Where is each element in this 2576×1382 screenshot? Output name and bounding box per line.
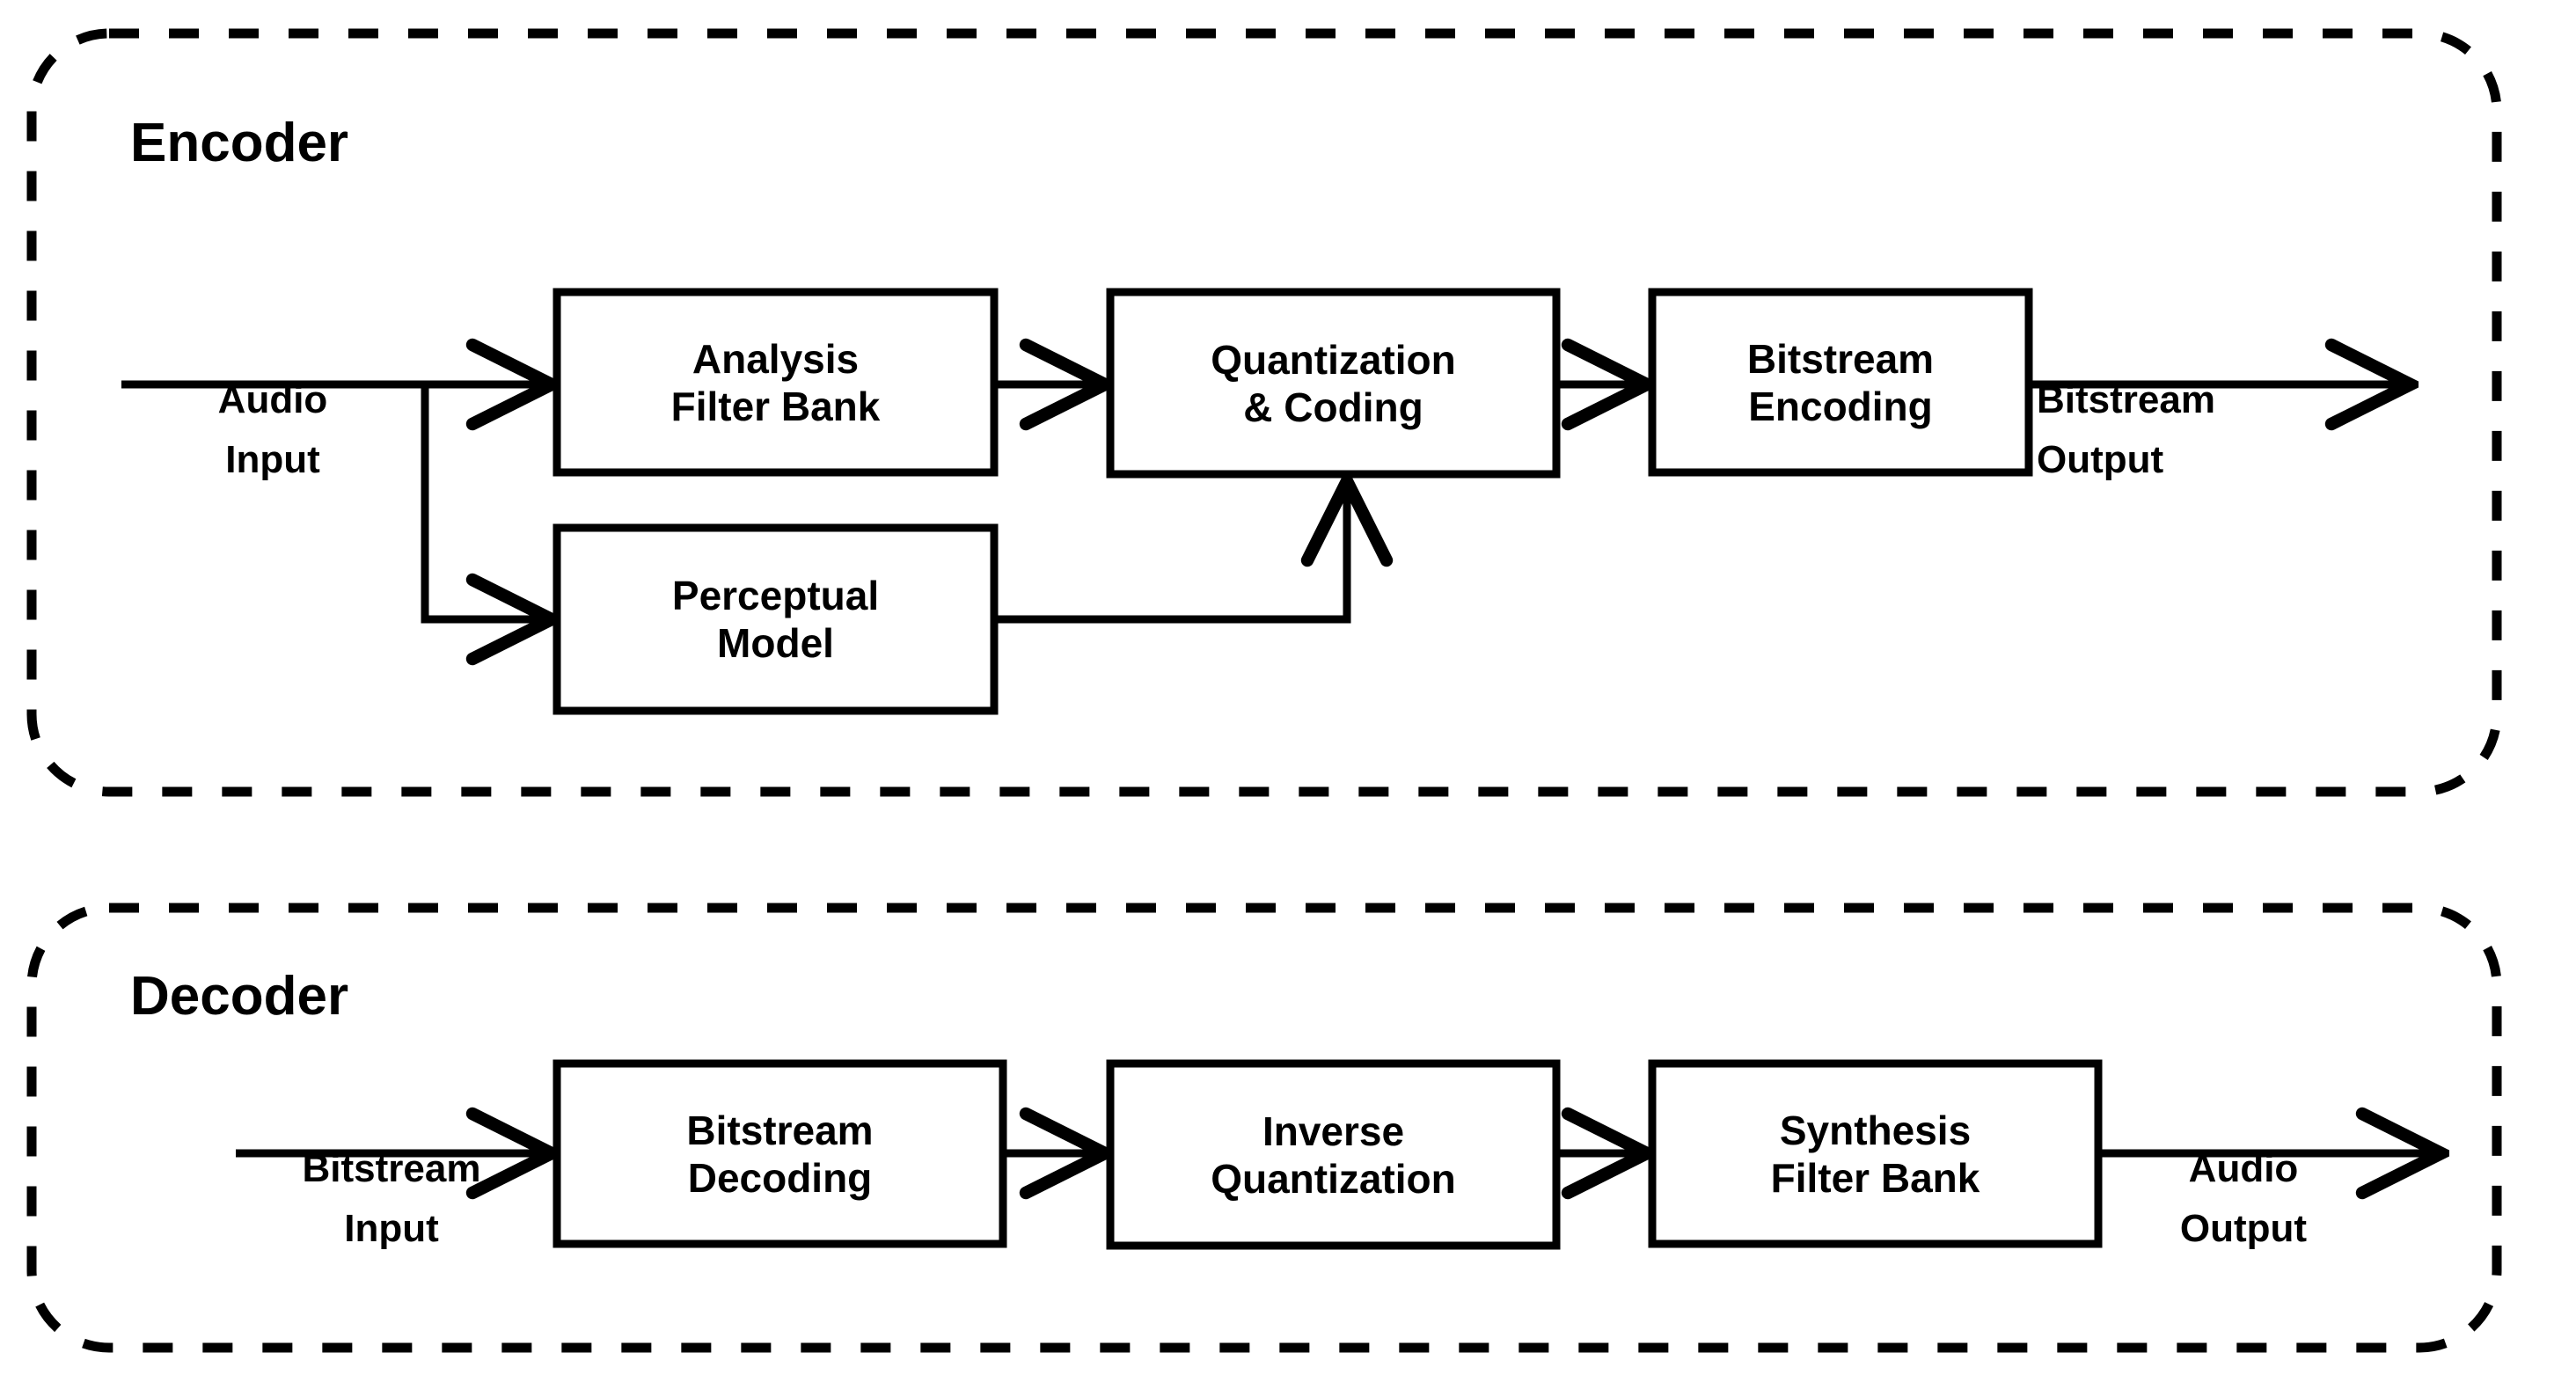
audio-input-label-line2: Input	[225, 438, 320, 481]
audio-input-label-lower: Input	[141, 394, 405, 482]
quantization-coding-label-line1: Quantization	[1211, 336, 1456, 383]
quantization-coding-label: Quantization & Coding	[1110, 292, 1556, 474]
perceptual-model-label-line2: Model	[717, 620, 834, 666]
audio-output-label-upper: Audio	[2111, 1103, 2375, 1191]
decoder-group-outline	[26, 903, 2502, 1353]
bitstream-decoding-label-line1: Bitstream	[686, 1107, 874, 1153]
bitstream-decoding-label: Bitstream Decoding	[557, 1064, 1003, 1244]
perceptual-model-label-line1: Perceptual	[671, 573, 880, 618]
analysis-filter-bank-label-line1: Analysis	[692, 335, 860, 382]
perceptual-model-label: Perceptual Model	[557, 528, 994, 711]
analysis-filter-bank-label-line2: Filter Bank	[670, 383, 881, 429]
encoder-group-outline	[26, 28, 2502, 797]
bitstream-encoding-label-line2: Encoding	[1748, 383, 1933, 429]
bitstream-input-label-line2: Input	[344, 1207, 439, 1250]
synthesis-filter-bank-label-line1: Synthesis	[1779, 1107, 1972, 1153]
bitstream-encoding-label-line1: Bitstream	[1746, 335, 1935, 382]
audio-output-label-lower: Output	[2111, 1163, 2375, 1251]
edge-audio-input-branch-to-perceptual	[421, 384, 552, 619]
bitstream-output-label-upper: Bitstream	[2037, 334, 2327, 422]
bitstream-output-label-lower: Output	[2037, 394, 2327, 482]
edge-perceptual-to-quantization	[994, 481, 1347, 624]
audio-input-label-upper: Audio	[141, 334, 405, 422]
decoder-section-title: Decoder	[130, 966, 349, 1027]
quantization-coding-label-line2: & Coding	[1243, 384, 1423, 430]
bitstream-output-label-line1: Bitstream	[2037, 378, 2215, 421]
inverse-quantization-box[interactable]	[1106, 1059, 1561, 1250]
audio-input-label-line1: Audio	[217, 378, 328, 421]
bitstream-output-label-line2: Output	[2037, 438, 2164, 481]
synthesis-filter-bank-label-line2: Filter Bank	[1770, 1154, 1980, 1201]
inverse-quantization-label-line2: Quantization	[1211, 1155, 1456, 1202]
bitstream-input-label-lower: Input	[238, 1163, 545, 1251]
synthesis-filter-bank-label: Synthesis Filter Bank	[1652, 1064, 2098, 1244]
bitstream-decoding-label-line2: Decoding	[687, 1154, 873, 1201]
audio-output-label-line2: Output	[2179, 1207, 2308, 1250]
bitstream-encoding-label: Bitstream Encoding	[1652, 292, 2029, 472]
inverse-quantization-label: Inverse Quantization	[1110, 1064, 1556, 1246]
encoder-section-title: Encoder	[130, 113, 349, 173]
bitstream-input-label-line1: Bitstream	[302, 1147, 481, 1190]
bitstream-input-label-upper: Bitstream	[238, 1103, 545, 1191]
analysis-filter-bank-label: Analysis Filter Bank	[557, 292, 994, 472]
audio-output-label-line1: Audio	[2188, 1147, 2299, 1190]
inverse-quantization-label-line1: Inverse	[1262, 1108, 1405, 1154]
synthesis-filter-bank-box[interactable]	[1648, 1059, 2103, 1248]
